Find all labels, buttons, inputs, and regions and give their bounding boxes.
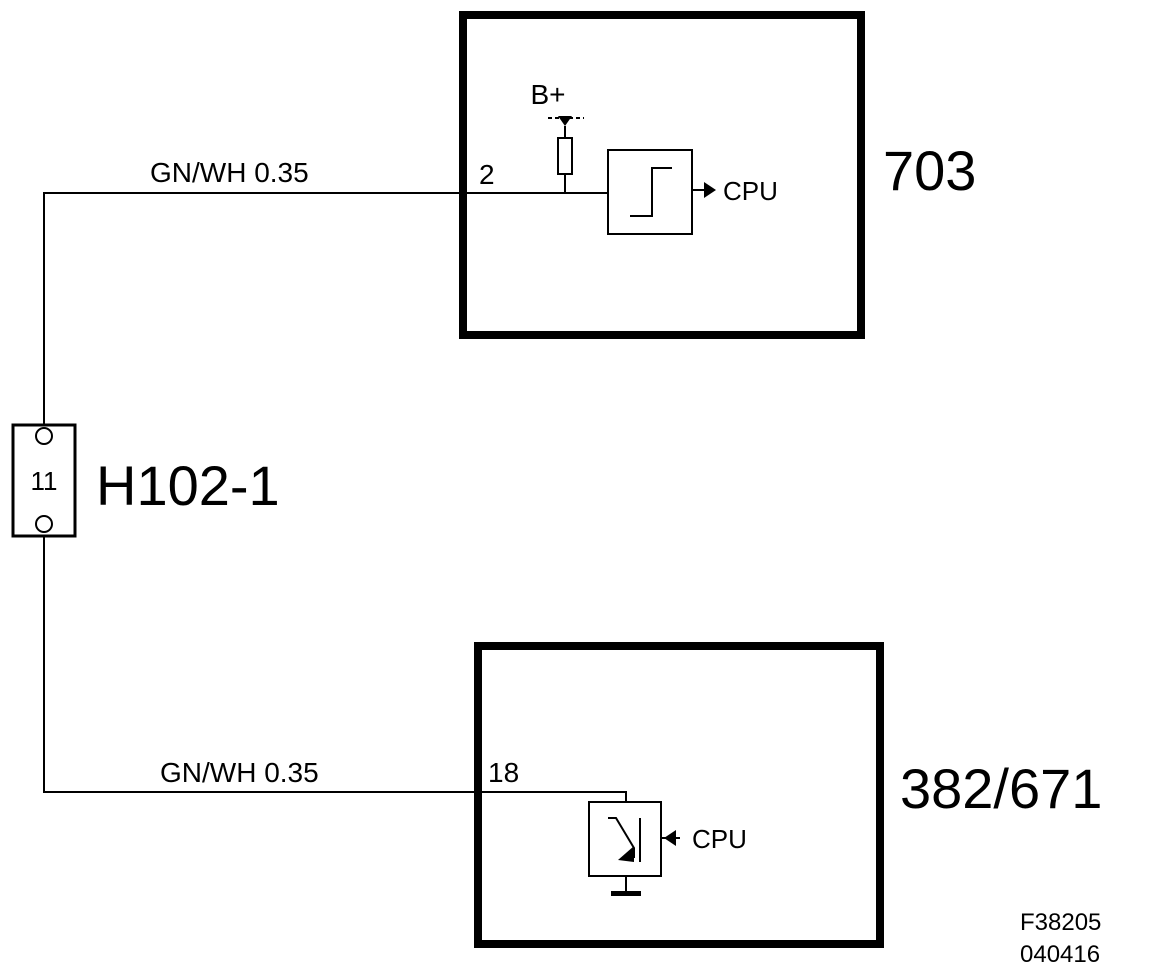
lower-wire xyxy=(43,532,627,802)
module-703-cpu-label: CPU xyxy=(723,176,778,206)
figure-date: 040416 xyxy=(1020,941,1100,968)
module-703-id: 703 xyxy=(883,139,976,202)
ground-icon xyxy=(611,891,641,896)
schmitt-trigger-icon xyxy=(630,167,672,217)
supply-arrow-icon xyxy=(558,116,572,126)
connector-terminal-bottom xyxy=(35,515,53,533)
connector-h102-1 xyxy=(11,423,77,538)
harness-wire xyxy=(43,192,627,802)
module-703-pin: 2 xyxy=(479,159,495,190)
upper-wire-label: GN/WH 0.35 xyxy=(150,157,309,188)
module-382-671-box xyxy=(474,642,884,948)
module-382-671-pin: 18 xyxy=(488,757,519,788)
connector-terminal-top xyxy=(35,427,53,445)
input-comparator-block xyxy=(607,149,693,235)
module-703-box xyxy=(459,11,865,339)
module-703 xyxy=(459,11,865,339)
transistor-emitter-arrow-icon xyxy=(618,846,634,862)
arrow-left-icon xyxy=(664,830,676,846)
supply-label: B+ xyxy=(530,79,565,110)
module-382-671-cpu-label: CPU xyxy=(692,824,747,854)
module-382-671 xyxy=(474,642,884,948)
connector-id: H102-1 xyxy=(96,454,280,517)
figure-number: F38205 xyxy=(1020,909,1101,936)
upper-wire xyxy=(43,192,608,428)
connector-pin-number: 11 xyxy=(31,466,58,496)
arrow-right-icon xyxy=(704,182,716,198)
output-transistor-block xyxy=(588,801,662,877)
module-382-671-id: 382/671 xyxy=(900,757,1102,820)
pullup-resistor xyxy=(557,137,573,175)
lower-wire-label: GN/WH 0.35 xyxy=(160,757,319,788)
